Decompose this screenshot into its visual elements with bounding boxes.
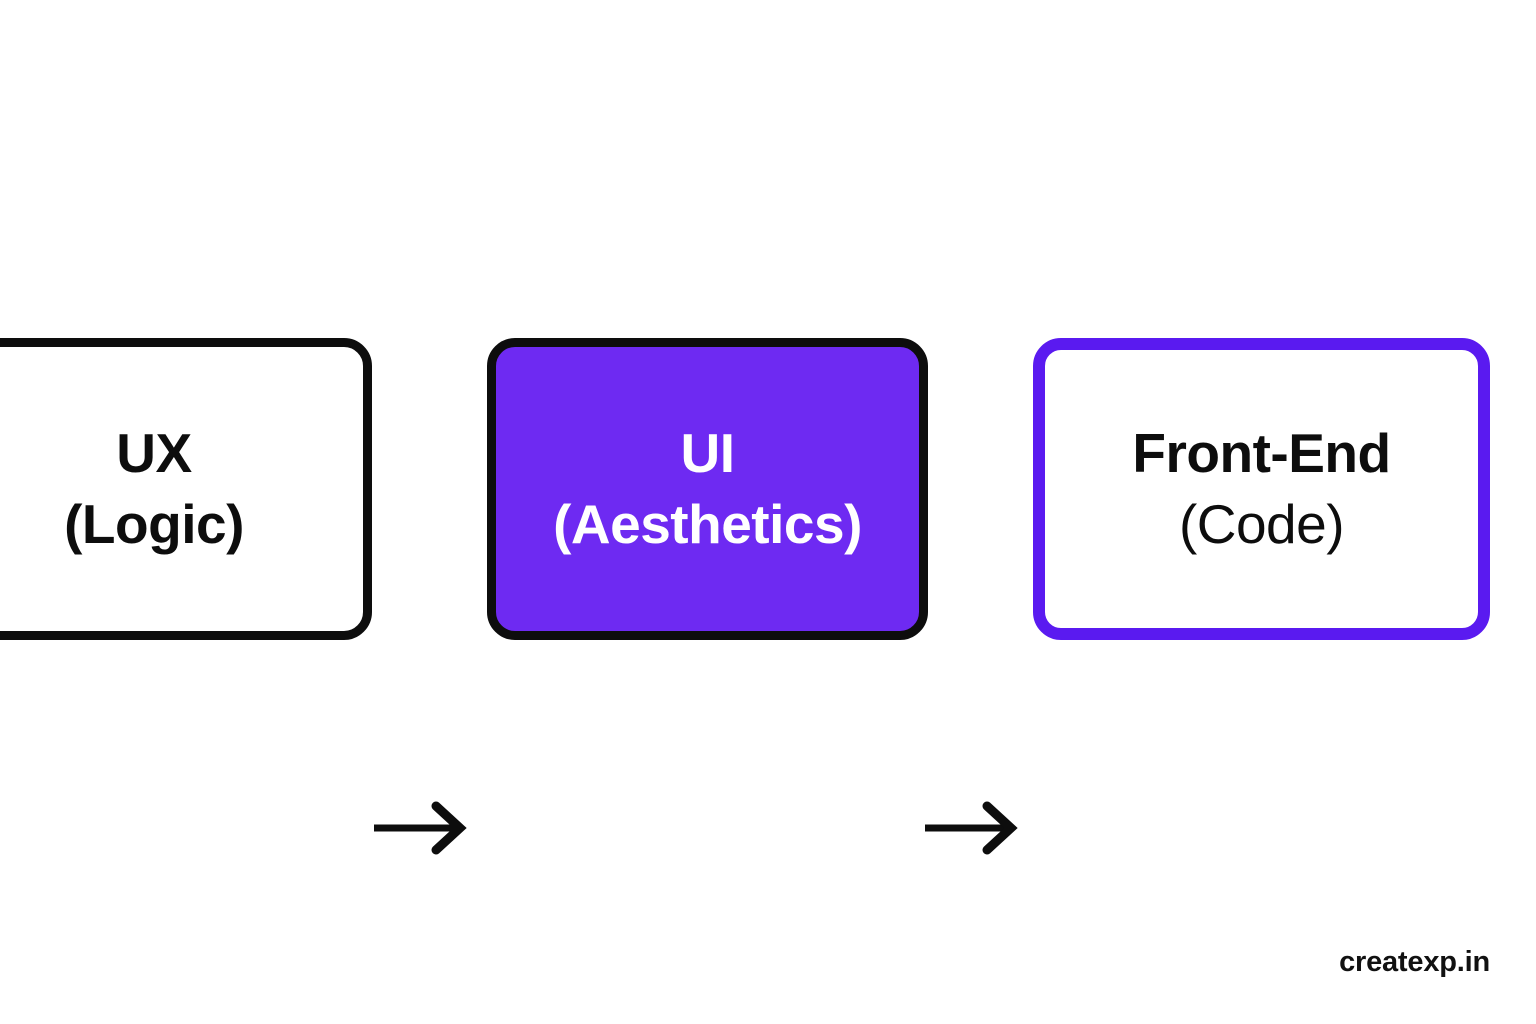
node-front-end[interactable]: Front-End (Code) [1033, 338, 1490, 640]
node-front-end-subtitle: (Code) [1178, 493, 1345, 555]
arrow-right-icon-ux-to-ui [374, 800, 470, 856]
watermark: createxp.in [1339, 946, 1490, 978]
node-ux-subtitle: (Logic) [64, 493, 244, 555]
node-ui-title: UI [680, 421, 736, 484]
node-front-end-title: Front-End [1132, 421, 1391, 484]
node-ui-subtitle: (Aesthetics) [553, 493, 862, 555]
node-ux-title: UX [116, 421, 192, 484]
arrow-right-icon-ui-to-front-end [925, 800, 1021, 856]
node-ux[interactable]: UX (Logic) [0, 338, 372, 640]
flow-row: UX (Logic) UI (Aesthetics) Front-End (Co… [0, 338, 1536, 855]
node-ui[interactable]: UI (Aesthetics) [487, 338, 928, 640]
